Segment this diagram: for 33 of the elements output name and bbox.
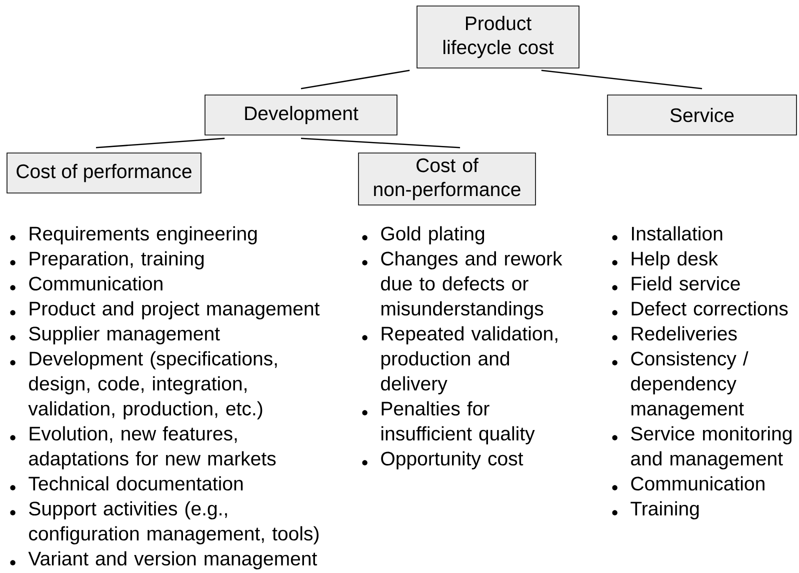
category-box: Product lifecycle cost <box>416 6 580 68</box>
category-box: Development <box>204 94 398 136</box>
category-box: Service <box>607 94 797 136</box>
category-box: Cost of performance <box>6 152 202 194</box>
bullet-item: Opportunity cost <box>362 451 524 470</box>
bullet-item: Support activities (e.g., configuration management, tools) <box>10 501 319 544</box>
bullet-item: Service monitoring and management <box>612 426 792 470</box>
bullet-item: Communication <box>10 276 162 291</box>
bullet-item: Penalties for insufficient quality <box>362 401 535 444</box>
bullet-item: Help desk <box>612 251 718 270</box>
bullet-item: Redeliveries <box>612 326 737 341</box>
connector-line <box>96 138 225 148</box>
connector-line <box>300 138 460 148</box>
bullet-item: Gold plating <box>362 226 484 244</box>
bullet-item: Field service <box>612 276 740 291</box>
bullet-item: Training <box>612 501 699 520</box>
bullet-item: Changes and rework due to defects or misunderstandings <box>362 251 562 320</box>
bullet-item: Defect corrections <box>612 301 788 316</box>
bullet-item: Evolution, new features, adaptations for new markets <box>10 426 276 470</box>
bullet-item: Communication <box>612 476 764 491</box>
bullet-item: Variant and version management <box>10 551 318 570</box>
connector-line <box>300 70 410 90</box>
bullet-item: Development (specifications, design, code, integration, validation, production, etc.) <box>10 351 277 420</box>
connector-line <box>541 70 702 90</box>
bullet-item: Preparation, training <box>10 251 204 270</box>
bullet-item: Consistency / dependency management <box>612 351 748 420</box>
bullet-item: Product and project management <box>10 301 320 320</box>
bullet-item: Technical documentation <box>10 476 243 491</box>
category-box: Cost of non-performance <box>358 152 536 206</box>
bullet-item: Supplier management <box>10 326 220 344</box>
bullet-item: Repeated validation, production and delivery <box>362 326 558 394</box>
bullet-item: Requirements engineering <box>10 226 257 244</box>
bullet-item: Installation <box>612 226 722 241</box>
